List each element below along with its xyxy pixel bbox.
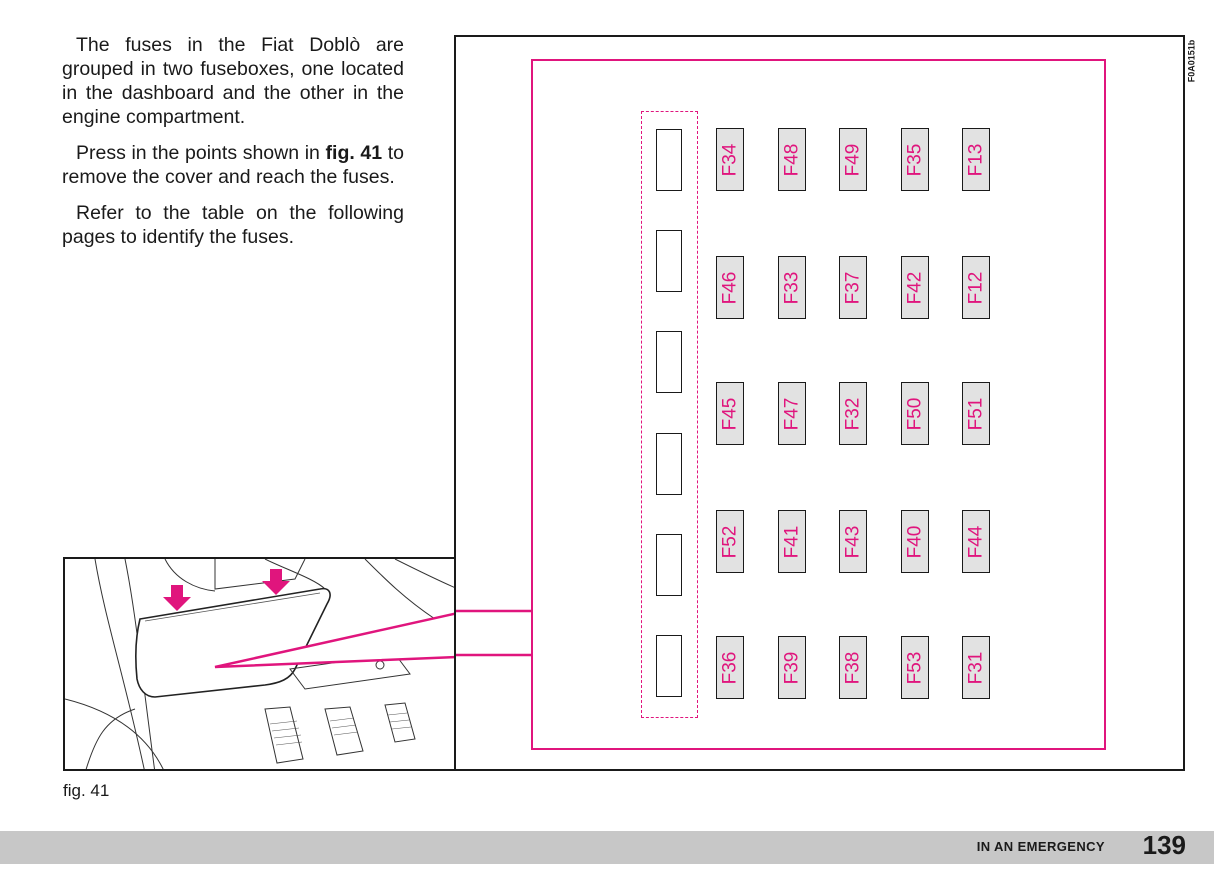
fuse-f45: F45 (716, 382, 744, 445)
fuse-f37: F37 (839, 256, 867, 319)
fuse-f43: F43 (839, 510, 867, 573)
figure-caption: fig. 41 (63, 781, 110, 800)
fuse-f49: F49 (839, 128, 867, 191)
fuse-f46: F46 (716, 256, 744, 319)
fuse-f50: F50 (901, 382, 929, 445)
dashboard-inset-illustration (63, 557, 456, 771)
fuse-f34: F34 (716, 128, 744, 191)
relay-strip (641, 111, 698, 718)
dashboard-illustration (65, 559, 454, 769)
relay-slot (656, 331, 682, 393)
fusebox-outline (531, 59, 1106, 750)
intro-text: The fuses in the Fiat Doblò are grouped … (62, 33, 404, 261)
intro-paragraph-2: Press in the points shown in fig. 41 to … (62, 141, 404, 189)
p2-before: Press in the points shown in (76, 142, 326, 164)
intro-paragraph-1: The fuses in the Fiat Doblò are grouped … (62, 34, 404, 128)
fuse-f38: F38 (839, 636, 867, 699)
relay-slot (656, 534, 682, 596)
relay-slot (656, 129, 682, 191)
fuse-f48: F48 (778, 128, 806, 191)
figure-reference: fig. 41 (325, 142, 383, 164)
fuse-f36: F36 (716, 636, 744, 699)
press-arrow-icon (163, 569, 290, 611)
relay-slot (656, 635, 682, 697)
footer-bar (0, 831, 1214, 864)
relay-slot (656, 433, 682, 495)
fuse-f53: F53 (901, 636, 929, 699)
fuse-f12: F12 (962, 256, 990, 319)
fuse-f40: F40 (901, 510, 929, 573)
fuse-f52: F52 (716, 510, 744, 573)
fuse-f42: F42 (901, 256, 929, 319)
fuse-f44: F44 (962, 510, 990, 573)
fuse-f31: F31 (962, 636, 990, 699)
intro-paragraph-3: Refer to the table on the following page… (62, 202, 404, 248)
fuse-f13: F13 (962, 128, 990, 191)
fuse-f33: F33 (778, 256, 806, 319)
fusebox-figure (454, 35, 1185, 771)
page-number: 139 (1142, 830, 1186, 860)
relay-slot (656, 230, 682, 292)
fuse-f41: F41 (778, 510, 806, 573)
footer-section-title: IN AN EMERGENCY (976, 839, 1105, 854)
fuse-f47: F47 (778, 382, 806, 445)
fuse-f39: F39 (778, 636, 806, 699)
p2-after: to remove the cover and reach the fuses. (62, 142, 405, 188)
fuse-f32: F32 (839, 382, 867, 445)
fuse-f51: F51 (962, 382, 990, 445)
fuse-f35: F35 (901, 128, 929, 191)
